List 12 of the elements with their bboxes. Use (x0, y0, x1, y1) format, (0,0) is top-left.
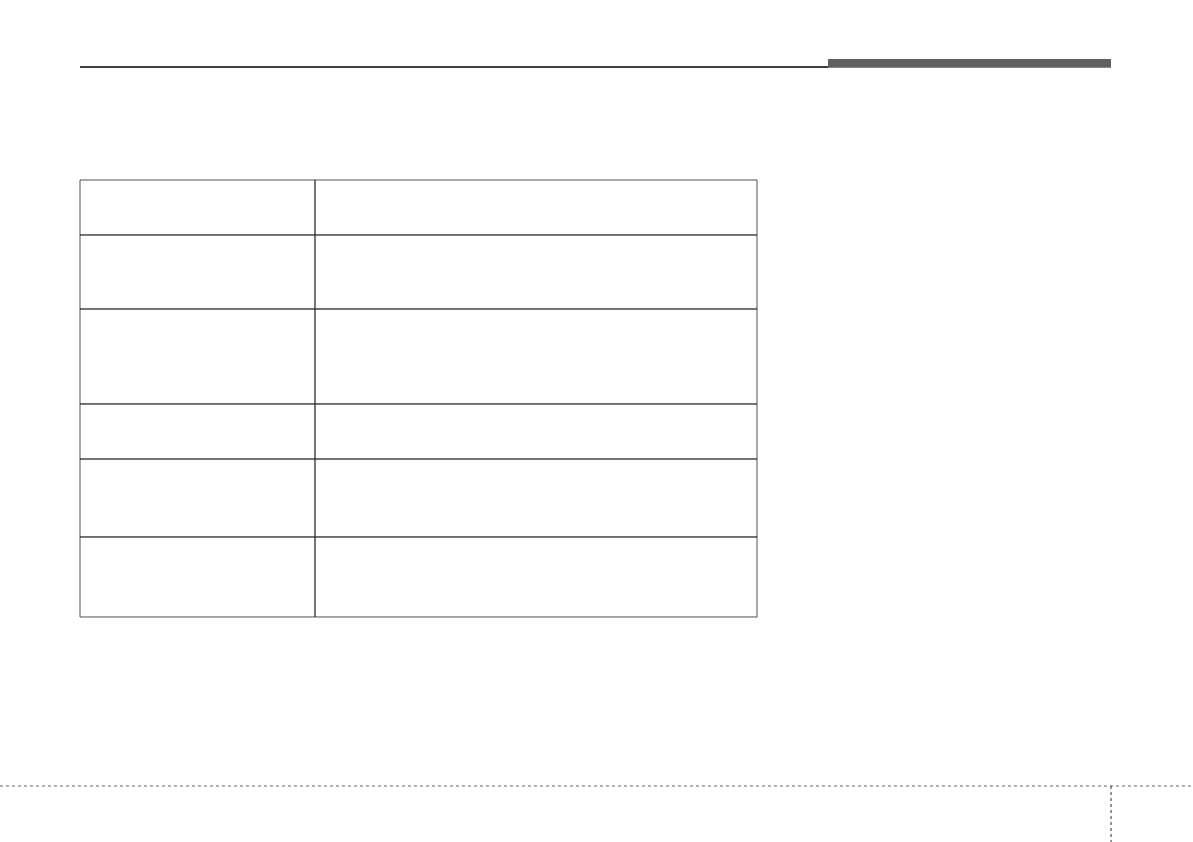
table-cell (314, 234, 758, 310)
table-cell (314, 308, 758, 405)
table-cell (314, 179, 758, 236)
table-cell (79, 308, 316, 405)
table-cell (79, 536, 316, 618)
table-cell (314, 536, 758, 618)
table-cell (314, 458, 758, 538)
table-cell (79, 403, 316, 460)
table-cell (79, 179, 316, 236)
table-cell (314, 403, 758, 460)
table-cell (79, 234, 316, 310)
table-cell (79, 458, 316, 538)
